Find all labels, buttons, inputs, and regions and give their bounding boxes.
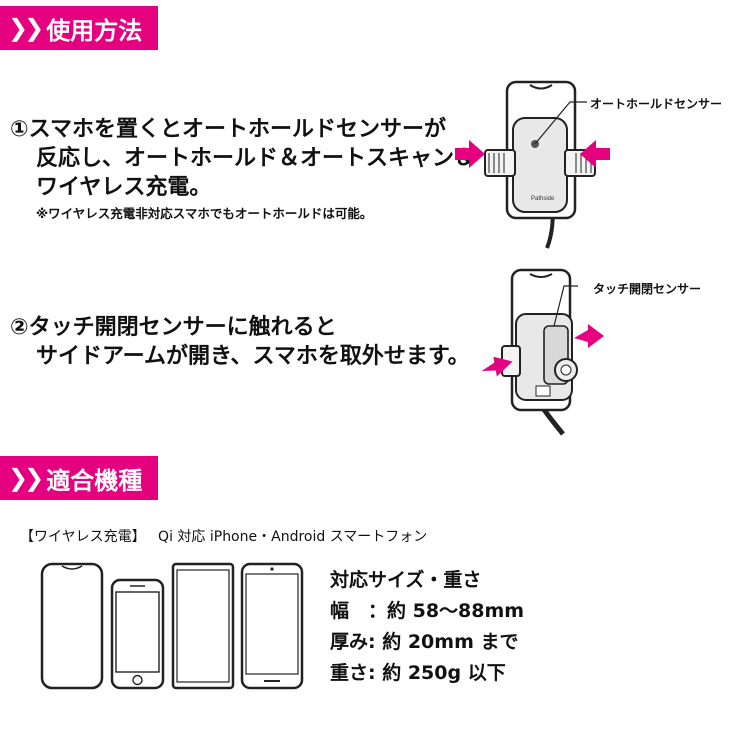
- iphone-x-icon: [40, 562, 104, 690]
- usage-section-title: 使用方法: [46, 16, 143, 45]
- step1-line2: 反応し、オートホールド＆オートスキャン＆: [36, 146, 477, 171]
- chevron-right-icon: ❯❯: [8, 464, 44, 492]
- spec-weight: 重さ: 約 250g 以下: [330, 662, 506, 684]
- touch-sensor-illustration: [481, 268, 604, 436]
- spec-thickness: 厚み: 約 20mm まで: [330, 631, 519, 653]
- step1-note: ※ワイヤレス充電非対応スマホでもオートホールドは可能。: [36, 206, 373, 221]
- auto-hold-illustration: Pathside: [455, 80, 610, 249]
- auto-hold-sensor-callout: オートホールドセンサー: [590, 97, 723, 111]
- large-phone-icon: [171, 562, 235, 690]
- svg-text:Pathside: Pathside: [531, 196, 555, 202]
- usage-section-header: ❯❯ 使用方法: [0, 6, 158, 50]
- compat-section-header: ❯❯ 適合機種: [0, 456, 158, 500]
- compat-section-title: 適合機種: [46, 466, 143, 495]
- specs-heading: 対応サイズ・重さ: [330, 569, 482, 591]
- spec-width: 幅 ：約 58〜88mm: [330, 600, 525, 622]
- compat-line: 【ワイヤレス充電】 Qi 対応 iPhone・Android スマートフォン: [20, 526, 427, 546]
- step2-line2: サイドアームが開き、スマホを取外せます。: [36, 344, 470, 369]
- chevron-right-icon: ❯❯: [8, 14, 44, 42]
- iphone-classic-icon: [110, 578, 165, 690]
- specs-block: 対応サイズ・重さ 幅 ：約 58〜88mm 厚み: 約 20mm まで 重さ: …: [330, 565, 524, 689]
- step2-line1: ②タッチ開閉センサーに触れると: [10, 315, 337, 340]
- touch-sensor-callout: タッチ開閉センサー: [593, 282, 702, 296]
- wireless-label: 【ワイヤレス充電】: [20, 529, 146, 545]
- android-phone-icon: [240, 562, 304, 690]
- step1-line1: ①スマホを置くとオートホールドセンサーが: [10, 117, 446, 142]
- step2-text: ②タッチ開閉センサーに触れると サイドアームが開き、スマホを取外せます。: [10, 313, 470, 371]
- step1-line3: ワイヤレス充電。: [36, 175, 212, 200]
- compat-text: Qi 対応 iPhone・Android スマートフォン: [158, 529, 428, 545]
- step1-text: ①スマホを置くとオートホールドセンサーが 反応し、オートホールド＆オートスキャン…: [10, 115, 476, 202]
